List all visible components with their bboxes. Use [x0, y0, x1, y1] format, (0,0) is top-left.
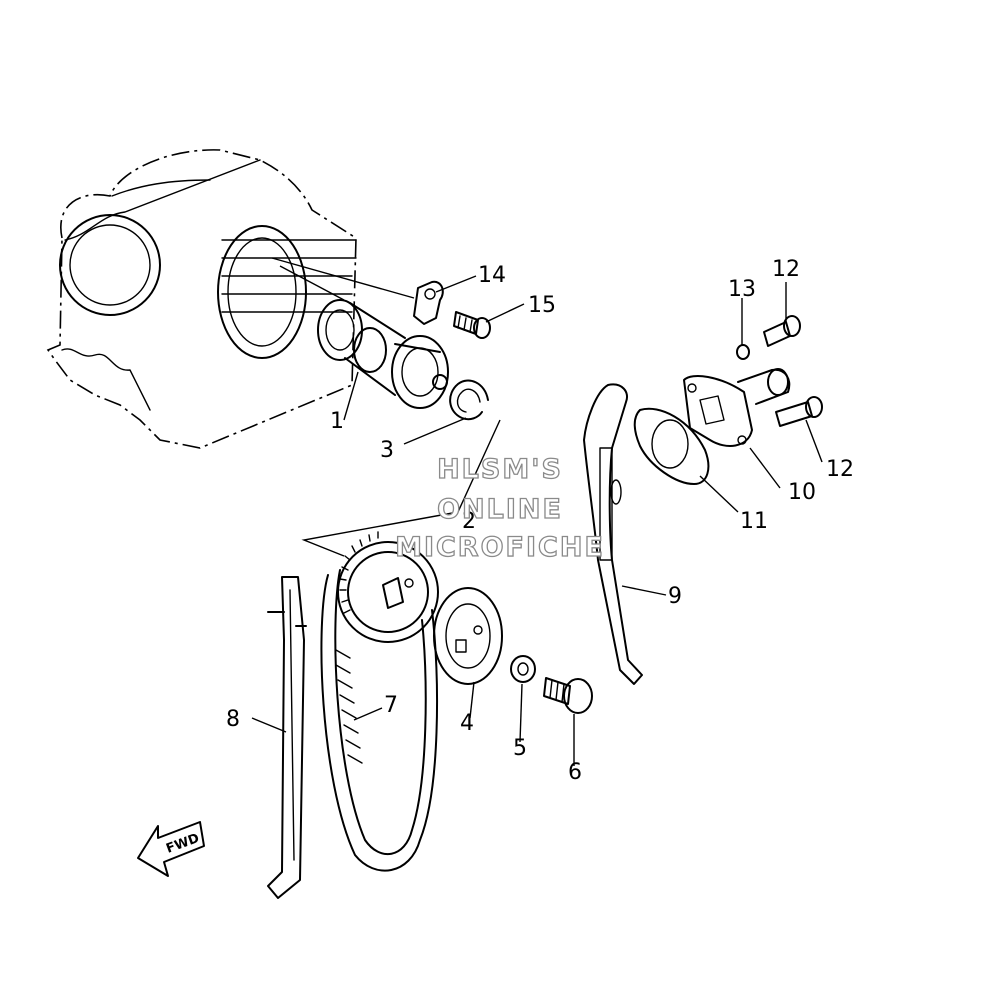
chain-guide-bracket	[413, 280, 444, 325]
chain-tensioner	[683, 368, 791, 447]
washer	[510, 655, 536, 683]
tensioner-gasket	[633, 407, 710, 485]
tensioner-bolt	[763, 315, 801, 347]
callout-11: 11	[740, 509, 768, 534]
callout-14: 14	[478, 263, 506, 288]
callout-8: 8	[226, 707, 240, 732]
sprocket-plate	[433, 587, 503, 685]
fwd-arrow-icon: FWD	[137, 821, 205, 877]
chain-guide-stopper	[267, 576, 307, 899]
callout-2: 2	[462, 509, 476, 534]
chain-guide	[583, 383, 643, 685]
camshaft	[317, 299, 449, 409]
callout-5: 5	[513, 736, 527, 761]
callout-1: 1	[330, 409, 344, 434]
sprocket-bolt	[543, 677, 593, 714]
callout-7: 7	[384, 693, 398, 718]
callout-4: 4	[460, 711, 474, 736]
cylinder-head-outline	[46, 149, 357, 449]
leader-lines	[251, 257, 823, 766]
callout-9: 9	[668, 584, 682, 609]
watermark-line: ONLINE	[437, 494, 563, 525]
fwd-label: FWD	[164, 831, 201, 857]
callout-10: 10	[788, 480, 816, 505]
callout-labels: 1 2 3 4 5 6 7 8 9 10 11 12 12 13 14 15	[226, 257, 854, 785]
watermark-line: MICROFICHE	[395, 532, 605, 563]
tensioner-bolt	[775, 396, 823, 427]
circlip	[449, 379, 489, 421]
cam-chain	[320, 569, 438, 872]
watermark: HLSM'S ONLINE MICROFICHE	[394, 453, 605, 563]
tensioner-washer	[736, 344, 750, 360]
callout-15: 15	[528, 293, 556, 318]
callout-12: 12	[772, 257, 800, 282]
callout-13: 13	[728, 277, 756, 302]
watermark-line: HLSM'S	[437, 454, 563, 485]
bracket-bolt	[453, 311, 491, 339]
callout-3: 3	[380, 438, 394, 463]
callout-6: 6	[568, 760, 582, 785]
callout-12: 12	[826, 457, 854, 482]
